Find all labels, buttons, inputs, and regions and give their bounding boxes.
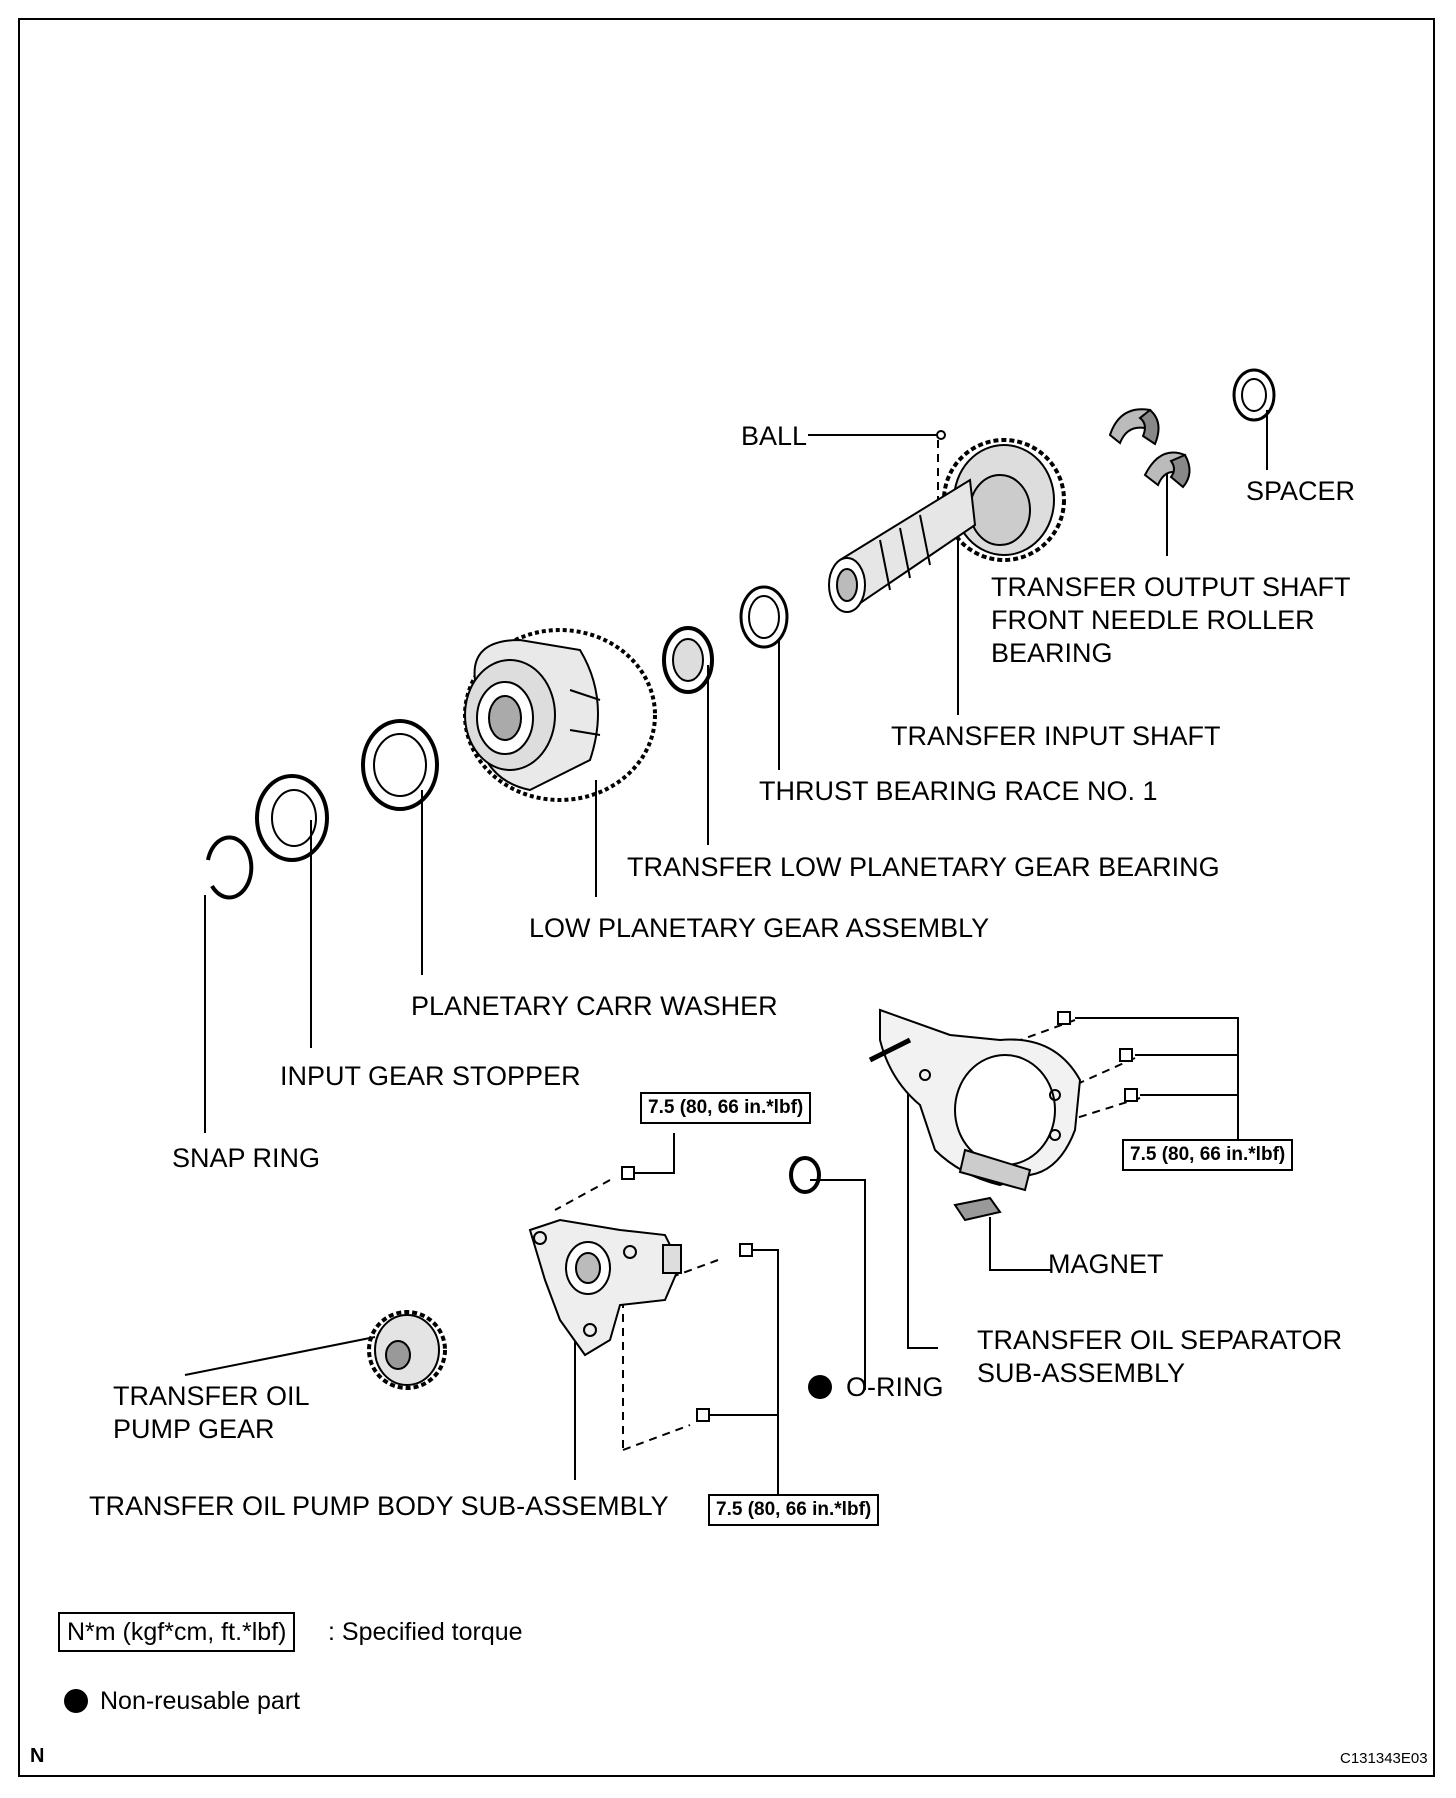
torque-box-pump-upper: 7.5 (80, 66 in.*lbf) — [640, 1092, 812, 1124]
planetary-bearing-icon — [662, 626, 714, 694]
torque-box-separator: 7.5 (80, 66 in.*lbf) — [1122, 1139, 1294, 1171]
pump-gear-leader — [184, 1336, 376, 1376]
o-ring-label: O-RING — [846, 1372, 944, 1402]
pump-bolts-icon — [621, 1166, 753, 1422]
separator-leader — [907, 1075, 938, 1349]
spacer-icon — [1232, 368, 1276, 422]
sep-bolt1-leader — [1075, 1017, 1239, 1148]
input-shaft-label: TRANSFER INPUT SHAFT — [891, 721, 1221, 751]
legend-nonreusable-text: Non-reusable part — [100, 1687, 301, 1715]
snap-ring-label: SNAP RING — [172, 1143, 321, 1173]
separator-label: TRANSFER OIL SEPARATOR SUB-ASSEMBLY — [977, 1325, 1343, 1388]
planetary-bearing-label: TRANSFER LOW PLANETARY GEAR BEARING — [627, 852, 1220, 882]
oil-pump-gear-icon — [367, 1310, 447, 1390]
legend-torque-box: N*m (kgf*cm, ft.*lbf) — [58, 1612, 296, 1652]
legend-nonreusable-dot — [64, 1689, 88, 1713]
figure-frame — [18, 18, 1435, 1777]
output-bearing-label: TRANSFER OUTPUT SHAFT FRONT NEEDLE ROLLE… — [991, 572, 1351, 668]
input-shaft-icon — [828, 438, 1066, 613]
ball-icon — [936, 430, 946, 440]
pump-gear-label: TRANSFER OIL PUMP GEAR — [113, 1381, 310, 1444]
magnet-icon — [953, 1196, 1002, 1222]
figure-code: C131343E03 — [1340, 1750, 1428, 1767]
planetary-gear-assembly-icon — [463, 628, 657, 802]
pump-bolt-top-leader — [630, 1133, 675, 1174]
thrust-race-label: THRUST BEARING RACE NO. 1 — [759, 776, 1158, 806]
separator-bolts-icon — [1057, 1011, 1138, 1102]
carr-washer-label: PLANETARY CARR WASHER — [411, 991, 778, 1021]
legend-torque-desc: : Specified torque — [328, 1618, 523, 1646]
ball-label: BALL — [741, 421, 808, 451]
needle-bearing-icon — [1108, 408, 1191, 489]
input-gear-stopper-icon — [255, 774, 329, 862]
oil-separator-icon — [868, 1008, 1082, 1192]
input-gear-stopper-label: INPUT GEAR STOPPER — [280, 1061, 581, 1091]
corner-letter: N — [30, 1745, 45, 1767]
planetary-assy-label: LOW PLANETARY GEAR ASSEMBLY — [529, 913, 990, 943]
thrust-race-icon — [739, 585, 789, 649]
pump-bolt-right-leader — [750, 1249, 779, 1498]
snap-ring-icon — [206, 835, 254, 900]
spacer-label: SPACER — [1246, 476, 1356, 506]
magnet-label: MAGNET — [1048, 1249, 1164, 1279]
non-reusable-marker-o-ring — [808, 1375, 832, 1399]
carr-washer-icon — [361, 719, 439, 811]
pump-body-label: TRANSFER OIL PUMP BODY SUB-ASSEMBLY — [89, 1491, 669, 1521]
oil-pump-body-icon — [528, 1218, 682, 1357]
o-ring-icon — [789, 1156, 821, 1194]
magnet-leader — [989, 1217, 1052, 1271]
o-ring-leader — [810, 1179, 866, 1390]
torque-box-pump-lower: 7.5 (80, 66 in.*lbf) — [708, 1494, 880, 1526]
